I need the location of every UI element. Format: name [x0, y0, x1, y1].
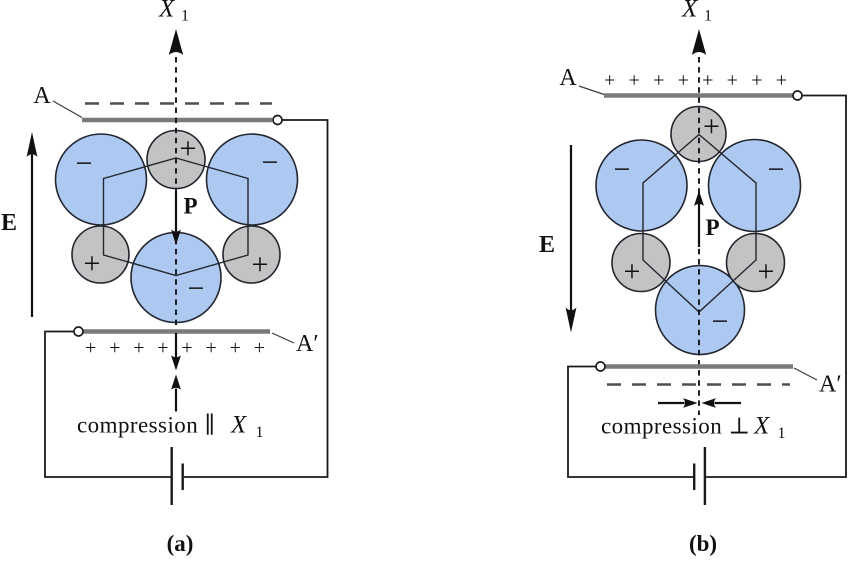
positive-ion-circle — [71, 225, 130, 284]
leader-line-a-top — [52, 100, 83, 119]
compression-label-a: compression ∥ — [77, 413, 215, 438]
field-arrow-b — [565, 145, 577, 333]
electrode-label-b: A — [559, 65, 577, 91]
compression-arrows-b — [658, 398, 741, 408]
positive-charge-row-b: + + + + + + + + — [604, 70, 788, 92]
compression-axis-sub-b: 1 — [778, 425, 786, 442]
hexagon-bonds-a — [102, 157, 249, 277]
polarization-label-a: P — [184, 194, 198, 219]
compression-arrowhead-right-icon — [683, 398, 698, 408]
positive-ion-circle — [611, 232, 671, 293]
leader-line-b-top — [578, 85, 605, 96]
compression-arrowhead-up-icon — [171, 374, 181, 390]
panel-b-circuit-wires — [567, 94, 847, 505]
negative-ion-circle — [130, 231, 222, 324]
wire-left-b — [567, 365, 693, 478]
caption-b: (b) — [689, 531, 717, 556]
terminal-circle-a-top — [272, 114, 283, 126]
ion-sign-plus: + — [703, 110, 720, 143]
wire-right-b — [705, 94, 847, 478]
ion-sign-minus: − — [76, 147, 93, 180]
ion-sign-minus: − — [262, 146, 279, 179]
electrode-label-b-prime: A′ — [819, 372, 842, 398]
axis-label-sub-a: 1 — [181, 8, 189, 25]
compression-arrowhead-down-icon — [171, 355, 181, 371]
wire-left-a — [44, 330, 171, 478]
polarization-arrowhead-up-icon — [694, 190, 704, 206]
polarization-arrowhead-down-icon — [171, 229, 181, 245]
ion-sign-minus: − — [188, 272, 205, 305]
compression-axis-b: X — [753, 413, 771, 440]
caption-a: (a) — [167, 531, 194, 556]
ion-sign-plus: + — [252, 248, 269, 281]
negative-ion-circle — [707, 138, 802, 233]
axis-label-sub-b: 1 — [704, 8, 712, 25]
compression-axis-a: X — [230, 412, 248, 439]
molecule-b: + + + − − − — [595, 105, 802, 356]
molecule-a: + + + − − − — [54, 129, 299, 324]
polarization-arrow-a — [171, 191, 181, 245]
axis-label-b: X — [681, 0, 699, 23]
compression-axis-sub-a: 1 — [256, 424, 264, 441]
ion-sign-plus: + — [624, 255, 641, 288]
field-label-a: E — [1, 210, 17, 236]
field-arrow-a — [26, 132, 38, 317]
negative-ion-circle — [595, 139, 688, 232]
negative-ion-circle — [654, 264, 746, 356]
compression-arrows-a — [171, 333, 181, 412]
leader-line-b-bottom — [793, 367, 818, 381]
ion-sign-plus: + — [758, 255, 775, 288]
polarization-label-b: P — [706, 215, 720, 240]
ion-sign-minus: − — [614, 153, 631, 186]
electrode-label-a: A — [33, 83, 51, 109]
ion-sign-plus: + — [84, 247, 101, 280]
wire-right-a — [183, 119, 329, 478]
field-label-b: E — [539, 232, 555, 258]
terminal-circle-b-top — [792, 90, 803, 101]
negative-ion-circle — [54, 133, 148, 226]
axis-arrowhead-icon — [168, 29, 184, 55]
panel-a-circuit-wires — [44, 119, 329, 505]
leader-line-a-bottom — [271, 332, 295, 344]
terminal-circle-a-bottom — [73, 326, 84, 337]
ion-sign-minus: − — [768, 153, 785, 186]
ion-sign-minus: − — [712, 305, 729, 338]
electrode-label-a-prime: A′ — [296, 331, 319, 357]
field-arrowhead-down-icon — [565, 307, 577, 333]
polarization-arrow-b — [694, 190, 704, 247]
panel-a: A E + + + − − − X 1 — [1, 0, 329, 556]
panel-b: + + + + + + + + A E + + + − − − — [539, 0, 847, 556]
axis-label-a: X — [158, 0, 176, 23]
axis-arrowhead-icon — [691, 29, 707, 55]
ion-sign-plus: + — [180, 132, 197, 165]
terminal-circle-b-bottom — [595, 361, 606, 372]
positive-ion-circle — [222, 225, 281, 284]
compression-label-b: compression ⊥ — [601, 414, 750, 439]
negative-ion-circle — [205, 133, 299, 226]
field-arrowhead-up-icon — [26, 132, 38, 157]
compression-arrowhead-left-icon — [701, 398, 716, 408]
